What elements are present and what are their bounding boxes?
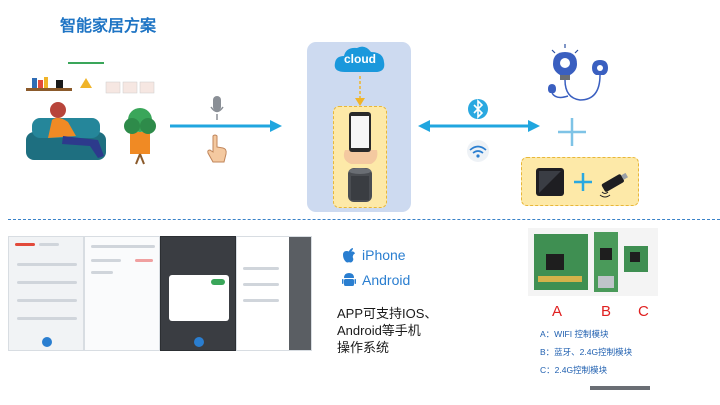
microphone-icon — [210, 96, 224, 120]
app-text-line-3: 操作系统 — [337, 340, 390, 355]
iphone-row: iPhone — [342, 247, 406, 263]
usb-dongle-icon — [599, 172, 628, 198]
app-text-line-2: Android等手机 — [337, 323, 421, 338]
cloud-icon — [334, 46, 385, 72]
app-screenshot-settings — [84, 236, 160, 351]
wifi-icon — [467, 140, 489, 162]
cloud-down-arrow — [355, 76, 365, 106]
iphone-label: iPhone — [362, 247, 406, 263]
page-title: 智能家居方案 — [60, 18, 157, 35]
cloud-label: cloud — [344, 52, 376, 66]
app-support-text: APP可支持IOS、 Android等手机 操作系统 — [337, 305, 437, 356]
module-legend-b: B：蓝牙、2.4G控制模块 — [540, 347, 633, 357]
android-icon — [342, 273, 356, 286]
bluetooth-icon — [468, 99, 488, 119]
smartphone-in-hand — [343, 112, 378, 164]
module-label-b: B — [601, 303, 612, 320]
smart-speaker — [348, 168, 372, 202]
android-row: Android — [342, 272, 410, 288]
apple-icon — [343, 248, 355, 263]
app-text-line-1: APP可支持IOS、 — [337, 306, 438, 321]
arrow-right-to-cloud — [170, 120, 282, 132]
hand-touch-icon — [207, 134, 227, 163]
module-label-a: A — [552, 303, 563, 320]
module-boards-photo — [528, 228, 658, 296]
android-label: Android — [362, 272, 411, 288]
module-legend-c: C：2.4G控制模块 — [540, 365, 608, 375]
smart-module-chip — [536, 168, 564, 196]
app-screenshot-remote — [8, 236, 84, 351]
plus-icon — [558, 118, 586, 146]
app-screenshot-menu — [236, 236, 312, 351]
module-legend-a: A：WIFI 控制模块 — [540, 329, 609, 339]
bidirectional-arrow — [418, 120, 540, 132]
module-label-c: C — [638, 303, 649, 320]
app-screenshot-dialog — [160, 236, 236, 351]
plus-small-icon — [574, 173, 592, 191]
footer-bar — [590, 386, 650, 390]
section-divider — [8, 219, 720, 220]
living-room-illustration — [26, 62, 156, 165]
smart-bulbs-icon — [548, 44, 608, 101]
